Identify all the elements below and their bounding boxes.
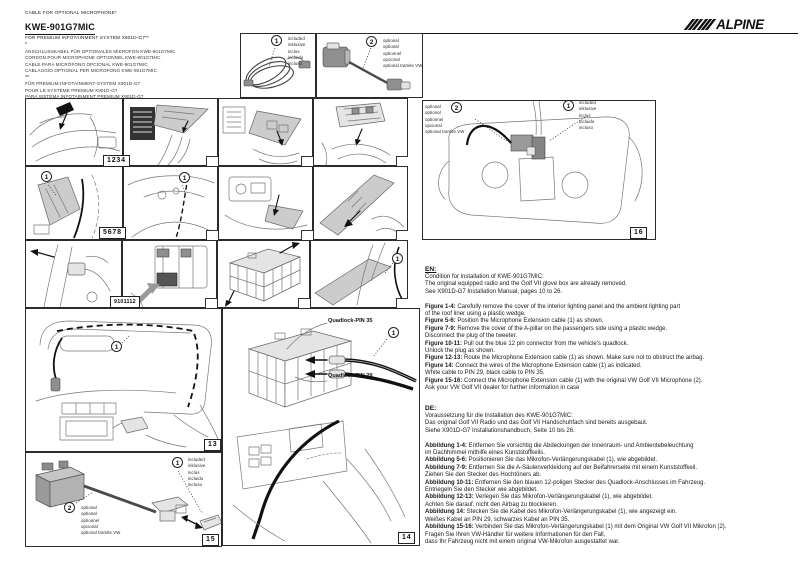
- figure-number-5-8: 5678: [99, 227, 126, 239]
- fig2-drawing: [130, 104, 209, 165]
- instructions-de: DE: Voraussetzung für die Installation d…: [425, 405, 800, 546]
- panel-fig2: [123, 98, 218, 166]
- callout-1-badge: 1: [271, 35, 282, 46]
- pin-35-label: Quadlock-PIN 35: [328, 318, 373, 324]
- alpine-logo-text: ALPINE: [716, 17, 764, 32]
- panel-fig9: [25, 240, 122, 308]
- callout-1-badge: 1: [388, 327, 399, 338]
- figure-number-13: 13: [204, 439, 222, 451]
- callout-1-badge: 1: [111, 341, 122, 352]
- figure-number-14: 14: [398, 532, 416, 544]
- fig6-drawing: [127, 175, 215, 239]
- header-subtitle: FOR PREMIUM INFOTAINMENT SYSTEM X901D-G7…: [25, 36, 149, 41]
- callout-2-badge: 2: [451, 102, 462, 113]
- model-number: KWE-901G7MIC: [25, 22, 95, 35]
- fig16-drawing: [438, 101, 643, 224]
- panel-fig14: [222, 308, 420, 546]
- figure-corner-mark: [396, 230, 408, 240]
- fig3-drawing: [222, 106, 302, 165]
- instructions-de-heading: DE:: [425, 405, 437, 412]
- fig5-drawing: [33, 174, 100, 239]
- header: CABLE FOR OPTIONAL MICROPHONE* KWE-901G7…: [25, 11, 149, 42]
- panel-fig10: [122, 240, 217, 308]
- figure-corner-mark: [301, 230, 313, 240]
- panel-fig7: [218, 166, 313, 240]
- panel-fig11: [217, 240, 310, 308]
- callout-1-badge: 1: [172, 457, 183, 468]
- microphone-adapter-drawing: [322, 42, 411, 91]
- footnote2-mark: **: [25, 74, 29, 81]
- instructions-en: EN: Condition for installation of KWE-90…: [425, 266, 800, 393]
- figure-number-15: 15: [202, 534, 220, 546]
- alpine-logo: ALPINE: [683, 17, 764, 32]
- panel-fig4: [313, 98, 408, 166]
- callout-2-badge: 2: [366, 36, 377, 47]
- footnote1-lines: ANSCHLUSSKABEL FÜR OPTIONALES MIKROFON K…: [25, 48, 176, 74]
- callout-1-badge: 1: [179, 172, 190, 183]
- fig15-drawing: [34, 460, 221, 531]
- panel-fig12: [310, 240, 408, 308]
- panel-fig15: [25, 452, 222, 547]
- header-title: CABLE FOR OPTIONAL MICROPHONE*: [25, 11, 117, 16]
- fig9-drawing: [30, 244, 111, 307]
- panel-fig1: [25, 98, 123, 166]
- fig8-drawing: [319, 174, 407, 239]
- callout-1-badge: 1: [392, 253, 403, 264]
- figure-number-16: 16: [630, 227, 648, 239]
- callout-1-badge: 1: [563, 100, 574, 111]
- fig7-drawing: [224, 176, 308, 230]
- pin-29-label: Quadlock-PIN 29: [328, 373, 373, 379]
- figure-corner-mark: [396, 298, 408, 308]
- figure-corner-mark: [396, 156, 408, 166]
- figure-corner-mark: [301, 156, 313, 166]
- panel-fig16: [422, 100, 656, 240]
- instructions-en-lines: Condition for installation of KWE-901G7M…: [425, 274, 705, 392]
- fig14-drawing: [232, 322, 417, 544]
- figure-corner-mark: [206, 156, 218, 166]
- fig13-drawing: [35, 320, 219, 448]
- figure-number-9-12: 9101112: [110, 296, 140, 308]
- panel-fig6: [123, 166, 218, 240]
- extension-cable-drawing: [243, 47, 311, 89]
- fig12-drawing: [314, 242, 404, 306]
- panel-fig8: [313, 166, 408, 240]
- figure-corner-mark: [205, 298, 217, 308]
- header-rule: [240, 33, 798, 35]
- figure-corner-mark: [298, 298, 310, 308]
- fig1-drawing: [29, 102, 121, 162]
- figure-corner-mark: [206, 230, 218, 240]
- fig11-drawing: [225, 242, 302, 307]
- figure-number-1-4: 1234: [103, 155, 130, 167]
- callout-1-badge: 1: [41, 171, 52, 182]
- footnote1-mark: *: [25, 42, 27, 48]
- instructions-de-lines: Voraussetzung für die Installation des K…: [425, 413, 727, 545]
- panel-fig13: [25, 308, 222, 452]
- instructions-en-heading: EN:: [425, 266, 437, 273]
- callout-2-badge: 2: [64, 502, 75, 513]
- panel-fig3: [218, 98, 313, 166]
- alpine-logo-slashes-icon: [683, 19, 716, 30]
- fig4-drawing: [321, 102, 391, 165]
